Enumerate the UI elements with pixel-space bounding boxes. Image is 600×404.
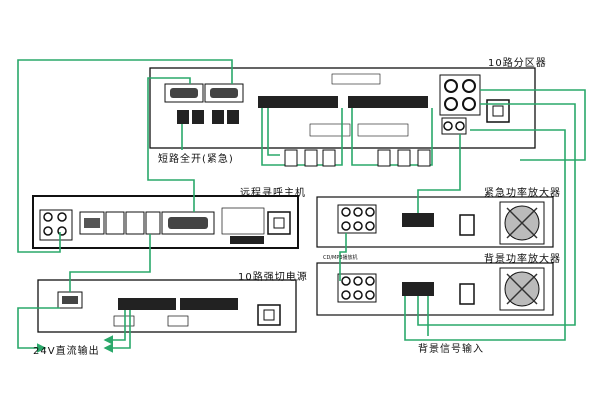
zone-divider-label: 10路分区器 — [488, 58, 547, 69]
background-amplifier-device — [316, 262, 554, 316]
power-switch-device — [37, 279, 297, 333]
terminal-mini-blocks — [284, 149, 431, 167]
remote-host-device — [32, 195, 299, 249]
cd-mp3-label: CD/MP3播放机 — [323, 255, 358, 261]
emergency-amplifier-device — [316, 196, 554, 248]
bg-signal-input-label: 背景信号输入 — [418, 344, 484, 355]
short-circuit-label: 短路全开(紧急) — [158, 154, 234, 165]
background-amp-label: 背景功率放大器 — [484, 254, 561, 265]
remote-host-label: 远程寻呼主机 — [240, 188, 306, 199]
cable-lines — [17, 59, 586, 353]
emergency-amp-label: 紧急功率放大器 — [484, 188, 561, 199]
dc-output-label: 24V直流输出 — [33, 346, 100, 357]
power-switch-label: 10路强切电源 — [238, 272, 308, 283]
